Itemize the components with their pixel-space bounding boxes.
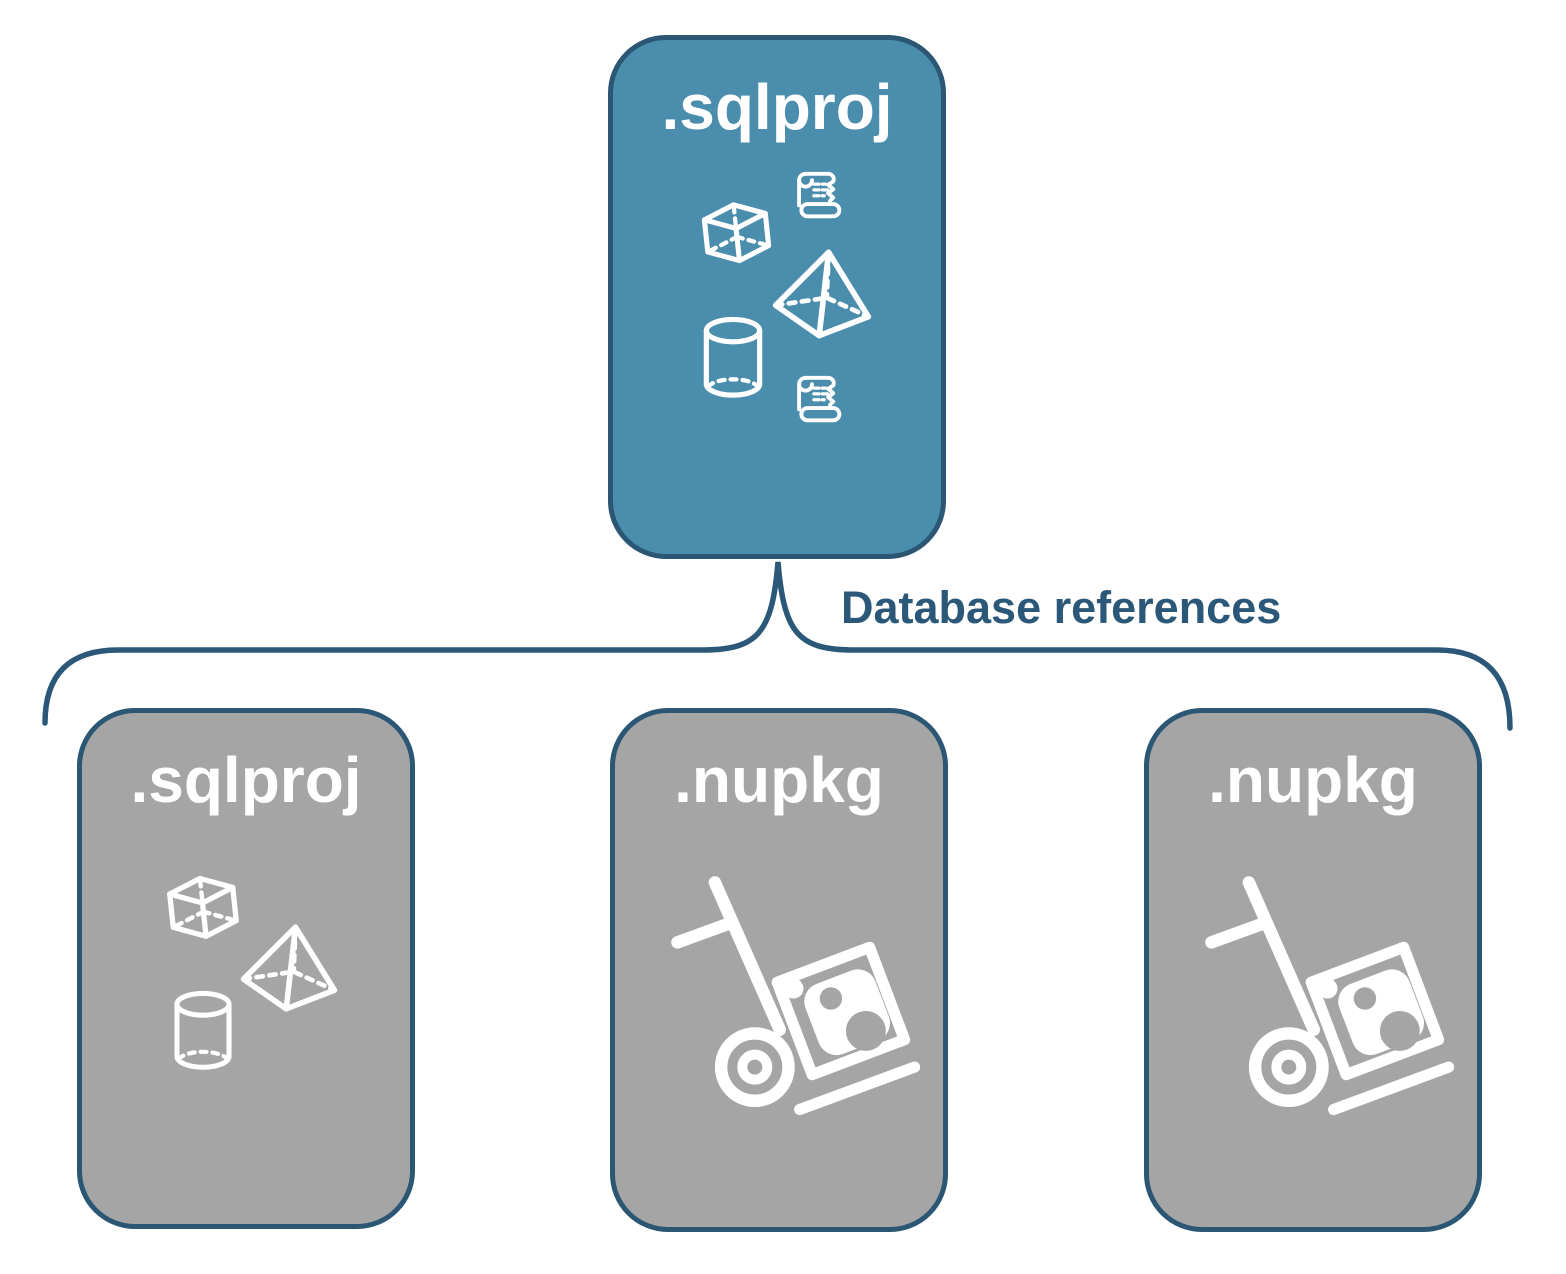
scroll-icon xyxy=(792,372,850,430)
node-title: .nupkg xyxy=(674,744,884,816)
node-title: .nupkg xyxy=(1208,744,1418,816)
node-child-nupkg-2: .nupkg xyxy=(1144,708,1482,1232)
scroll-icon xyxy=(792,168,850,226)
cube-icon xyxy=(691,194,785,290)
node-child-nupkg-1: .nupkg xyxy=(610,708,948,1232)
nuget-handtruck-icon xyxy=(660,862,922,1130)
cylinder-icon xyxy=(698,316,768,402)
node-title: .sqlproj xyxy=(661,71,893,143)
node-child-sqlproj: .sqlproj xyxy=(77,708,415,1229)
cube-icon xyxy=(156,868,253,967)
node-root-sqlproj: .sqlproj xyxy=(608,35,946,559)
pyramid-icon xyxy=(238,920,340,1016)
connector-label: Database references xyxy=(841,582,1282,633)
nuget-handtruck-icon xyxy=(1194,862,1456,1130)
pyramid-icon xyxy=(770,246,874,342)
node-title: .sqlproj xyxy=(130,744,362,816)
cylinder-icon xyxy=(168,990,238,1074)
